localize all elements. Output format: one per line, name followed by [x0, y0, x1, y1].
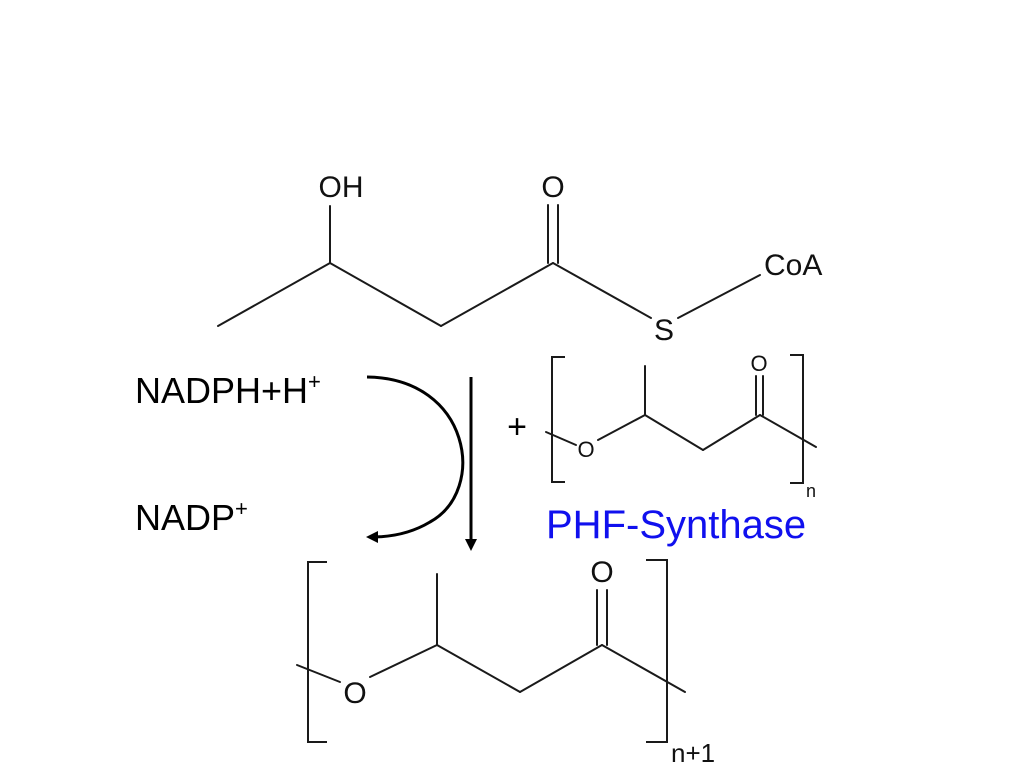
polymer-n-left-bracket [551, 356, 565, 483]
product-bond-ch-ch2 [436, 644, 521, 693]
product-right-bracket [646, 559, 668, 743]
cofactor-curved-arrow [366, 375, 465, 543]
product-structure: O O n+1 [296, 556, 715, 768]
polymer-n-bond-ch2-co [702, 414, 761, 451]
nadph-label: NADPH+H+ [135, 369, 321, 411]
bond-ch2-co [440, 262, 554, 327]
nadp-charge: + [235, 496, 248, 521]
polymer-n-right-bracket [790, 354, 804, 484]
nadph-charge: + [308, 369, 321, 394]
product-bond-right-stub [601, 644, 686, 693]
enzyme-label: PHF-Synthase [546, 503, 806, 547]
substrate-structure: OH O S CoA [217, 171, 822, 347]
polymer-n-carbonyl-o-label: O [750, 351, 767, 376]
nadp-label: NADP+ [135, 496, 248, 538]
product-bond-left-stub [296, 664, 341, 683]
substrate-carbonyl-o-label: O [541, 171, 564, 204]
substrate-oh-label: OH [319, 171, 364, 204]
cofactor-labels: NADPH+H+ NADP+ [135, 369, 321, 538]
polymer-n-subscript: n [806, 481, 816, 501]
bond-ch3-choh [217, 262, 331, 327]
polymer-n-bond-ch-ch2 [644, 414, 704, 451]
product-left-bracket [307, 561, 327, 743]
product-ester-o-label: O [343, 677, 366, 710]
nadp-text: NADP [135, 497, 235, 538]
bond-choh-ch2 [329, 262, 442, 327]
polymer-n-bond-left-stub [545, 431, 577, 446]
substrate-s-label: S [654, 314, 674, 347]
polymer-n-bond-right-stub [759, 414, 817, 448]
product-carbonyl-o-label: O [590, 556, 613, 589]
plus-sign: + [507, 408, 527, 446]
bond-co-s [552, 262, 652, 319]
polymer-n-bond-o-ch [597, 414, 646, 441]
product-bond-ch2-co [519, 644, 603, 693]
bond-s-coa [677, 274, 761, 319]
substrate-coa-label: CoA [764, 249, 822, 282]
nadph-text: NADPH+H [135, 370, 308, 411]
product-subscript: n+1 [671, 738, 715, 768]
polymer-n-structure: O O n [545, 351, 817, 501]
product-bond-o-ch [369, 644, 438, 678]
polymer-n-ester-o-label: O [577, 437, 594, 462]
